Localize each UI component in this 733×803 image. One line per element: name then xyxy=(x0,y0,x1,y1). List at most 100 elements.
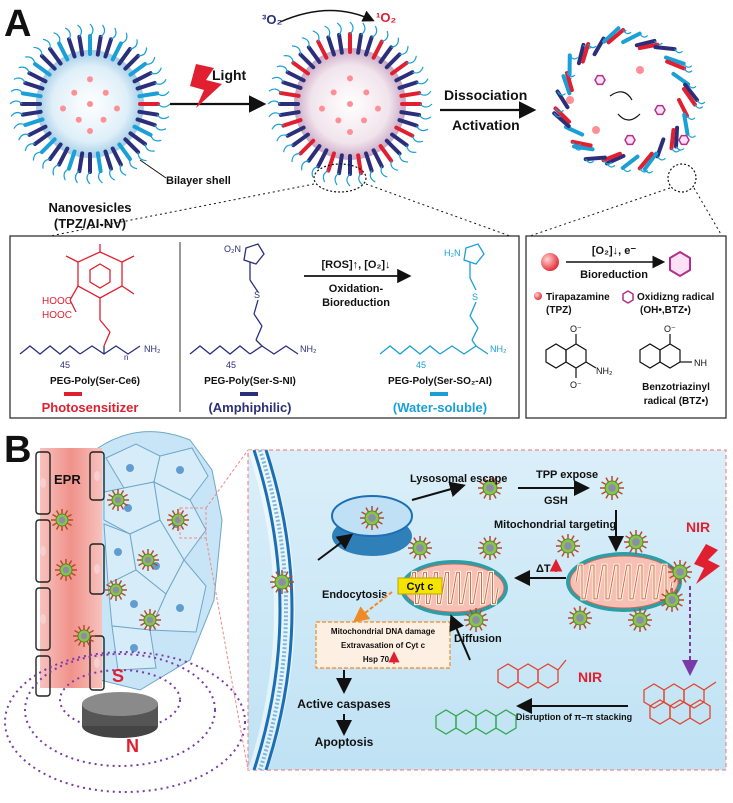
peg-tail xyxy=(109,168,116,181)
nanoparticle-spike xyxy=(425,541,431,546)
peg-tail xyxy=(9,100,23,105)
nanoparticle-spike xyxy=(605,493,610,499)
amphiphile xyxy=(20,109,43,117)
nanoparticle-core xyxy=(416,544,424,552)
peg-tail xyxy=(150,134,162,142)
magnet-s-label: S xyxy=(112,666,124,686)
singlet-oxygen-label: ¹O₂ xyxy=(376,10,396,25)
peg-tail xyxy=(418,114,432,120)
nanoparticle-spike xyxy=(275,587,280,593)
peg-tail xyxy=(13,123,26,130)
peg-tail xyxy=(42,158,51,169)
nanoparticle-spike xyxy=(140,613,146,618)
amphiphile xyxy=(103,149,114,171)
amphiphile xyxy=(135,117,157,128)
nanoparticle-spike xyxy=(120,490,125,496)
peg-tail xyxy=(418,90,432,96)
peg-tail xyxy=(696,99,706,105)
cyt-c-release-arrow xyxy=(352,591,393,623)
nanoparticle-spike xyxy=(59,560,64,566)
tissue-nanoparticles xyxy=(51,489,189,647)
nanoparticle-core xyxy=(80,632,88,640)
peg-tail xyxy=(291,45,302,55)
nanoparticle xyxy=(624,530,648,554)
peg-tail xyxy=(283,144,294,153)
peg-tail xyxy=(271,76,284,83)
nanoparticle xyxy=(464,608,488,632)
amphiphile xyxy=(123,53,141,71)
nanoparticle-spike xyxy=(617,490,623,495)
amphiphile xyxy=(371,39,384,60)
radical-legend-icon xyxy=(622,290,634,304)
cyt-c-label: Cyt c xyxy=(407,581,434,593)
nanoparticle-core xyxy=(486,484,494,492)
nanovesicles-title: Nanovesicles xyxy=(48,200,131,215)
fragment xyxy=(620,154,640,170)
nanovesicles-subtitle: (TPZ/AI-NV) xyxy=(54,216,126,231)
nanoparticle-spike xyxy=(465,613,471,618)
zoom-circle-right xyxy=(667,163,697,193)
peg-tail xyxy=(312,30,320,42)
fragment xyxy=(665,59,687,71)
nanoparticle-spike xyxy=(669,574,675,579)
peg-tail xyxy=(77,24,83,38)
fragment xyxy=(580,42,591,64)
nanoparticle-spike xyxy=(111,504,116,510)
fragment xyxy=(602,26,621,44)
nanoparticle-spike xyxy=(674,605,679,611)
nanoparticle-spike xyxy=(641,544,647,549)
bioreduction-condition: [O₂]↓, e⁻ xyxy=(592,245,637,257)
peg-tail xyxy=(336,22,342,36)
nanoparticle-spike xyxy=(77,626,82,632)
nanoparticle-spike xyxy=(483,537,488,543)
nanoparticle-spike xyxy=(271,584,277,589)
peg-tail xyxy=(268,88,282,94)
mitochondrion-cristae xyxy=(566,552,682,612)
peg-tail xyxy=(150,67,162,75)
nanoparticle-spike xyxy=(284,587,289,593)
zoom-line xyxy=(205,449,249,509)
peg-tail xyxy=(603,159,612,165)
nanoparticle-spike xyxy=(409,541,415,546)
nanoparticle-spike xyxy=(106,592,112,597)
drug-dot xyxy=(60,105,66,112)
apoptosis-label: Apoptosis xyxy=(315,735,374,749)
peg-tail xyxy=(411,135,424,143)
light-label: Light xyxy=(212,67,247,83)
damage-line-1: Mitochondrial DNA damage xyxy=(331,627,436,636)
peg-tail xyxy=(64,27,71,40)
amphiphile xyxy=(48,46,63,66)
peg-tail xyxy=(119,164,127,176)
peg-so2-label: PEG-Poly(Ser-SO₂-AI) xyxy=(388,376,492,387)
delta-t-label: ΔT xyxy=(536,563,551,575)
nanoparticle-core xyxy=(632,538,640,546)
nanoparticle-spike xyxy=(271,575,277,580)
nanoparticle-spike xyxy=(152,610,157,616)
fragment xyxy=(637,151,654,171)
nanoparticle-spike xyxy=(495,541,501,546)
magnet-n-label: N xyxy=(126,736,139,756)
nanoparticle-spike xyxy=(374,523,379,529)
nanoparticle xyxy=(51,509,73,531)
nanoparticle-spike xyxy=(168,513,174,518)
amphiphile xyxy=(281,80,303,90)
zoom-line xyxy=(693,187,723,237)
peg-tail xyxy=(683,68,693,73)
nanoparticle-spike xyxy=(585,611,591,616)
nanovesicle-illuminated xyxy=(267,21,433,187)
cyt-c-badge xyxy=(397,577,443,595)
peg-tail xyxy=(419,103,433,108)
peg-tail xyxy=(358,172,364,186)
peg-tail xyxy=(675,146,685,151)
amphiphile xyxy=(66,149,77,171)
nanoparticle-spike xyxy=(633,625,638,631)
amphiphile xyxy=(306,144,322,163)
nanoparticle-spike xyxy=(633,609,638,615)
tpz-nh2: NH₂ xyxy=(596,366,613,376)
fragment xyxy=(677,98,690,118)
amphiphile xyxy=(57,146,70,167)
nanoparticle-spike xyxy=(645,613,651,618)
nanoparticle-spike xyxy=(108,493,114,498)
nanoparticle-spike xyxy=(152,553,158,558)
nanoparticle-spike xyxy=(557,539,563,544)
